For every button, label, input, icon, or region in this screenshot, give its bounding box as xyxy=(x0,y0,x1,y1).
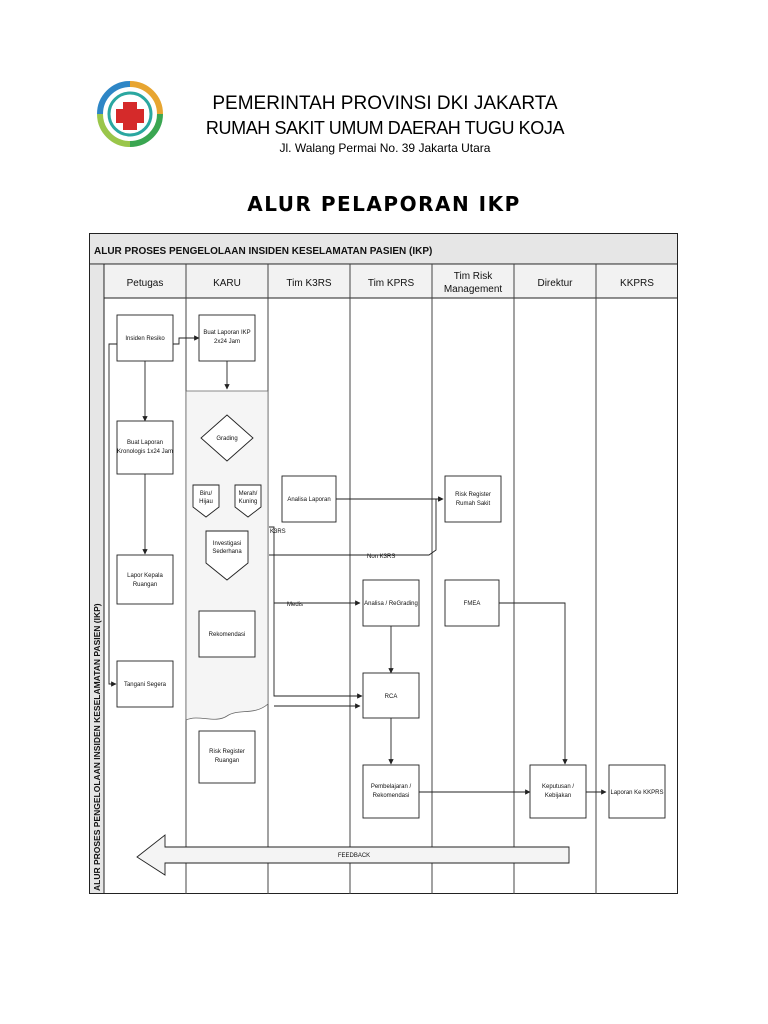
feedback-label: FEEDBACK xyxy=(338,853,370,859)
flowchart-header-band xyxy=(90,234,677,264)
node-risk-register-rumah-sakit xyxy=(444,475,502,523)
letterhead-hospital-name: RUMAH SAKIT UMUM DAERAH TUGU KOJA xyxy=(205,118,565,138)
node-merah-kuning xyxy=(234,484,262,518)
node-risk-register-ruangan-label-1: Risk Register xyxy=(209,749,245,755)
node-analisa-regrading xyxy=(362,579,420,627)
node-investigasi-label-1: Investigasi xyxy=(213,541,241,547)
letterhead-government: PEMERINTAH PROVINSI DKI JAKARTA xyxy=(212,93,558,114)
lane-risk-management-line2: Management xyxy=(444,284,503,295)
node-pembelajaran-rekomendasi xyxy=(362,764,420,819)
lane-risk-management-line1: Tim Risk xyxy=(454,271,494,282)
lane-header-band xyxy=(105,265,677,298)
node-keputusan-label-2: Kebijakan xyxy=(545,793,571,799)
node-buat-laporan-kronologis xyxy=(116,420,174,475)
letterhead: PEMERINTAH PROVINSI DKI JAKARTA RUMAH SA… xyxy=(0,0,768,170)
node-lapor-kepala-ruangan xyxy=(116,554,174,605)
node-risk-register-rs-label-1: Risk Register xyxy=(455,492,491,498)
node-merah-label-1: Merah/ xyxy=(239,491,258,497)
edge-label-non-k3rs: Non K3RS xyxy=(367,554,395,560)
node-laporan-ke-kkprs xyxy=(608,764,666,819)
swimlane-flowchart: ALUR PROSES PENGELOLAAN INSIDEN KESELAMA… xyxy=(89,233,678,894)
node-investigasi-sederhana xyxy=(205,530,249,581)
node-fmea xyxy=(444,579,500,627)
node-lapor-kepala-label-2: Ruangan xyxy=(133,582,157,588)
edge-label-k3rs: K3RS xyxy=(270,529,286,535)
node-investigasi-label-2: Sederhana xyxy=(212,549,242,555)
node-rca-label: RCA xyxy=(385,694,398,700)
node-analisa-laporan xyxy=(281,475,337,523)
node-risk-register-ruangan xyxy=(198,730,256,784)
node-insiden-resiko-label: Insiden Resiko xyxy=(125,336,165,342)
node-tangani-segera xyxy=(116,660,174,708)
node-fmea-label: FMEA xyxy=(464,601,481,607)
document-title: ALUR PELAPORAN IKP xyxy=(247,192,521,216)
node-kronologis-label-2: Kronologis 1x24 Jam xyxy=(117,449,173,455)
lane-karu: KARU xyxy=(213,278,241,289)
edge-label-medis: Medis xyxy=(287,602,303,608)
node-insiden-resiko xyxy=(116,314,174,362)
lane-kkprs: KKPRS xyxy=(620,278,654,289)
hospital-logo xyxy=(97,81,163,147)
node-grading xyxy=(200,414,254,462)
node-buat-laporan-ikp-label-1: Buat Laporan IKP xyxy=(203,330,250,336)
lane-k3rs: Tim K3RS xyxy=(286,278,332,289)
node-analisa-regrading-label: Analisa / ReGrading xyxy=(364,601,418,607)
node-pembelajaran-label-2: Rekomendasi xyxy=(373,793,410,799)
node-analisa-laporan-label: Analisa Laporan xyxy=(287,497,330,503)
node-rekomendasi xyxy=(198,610,256,658)
node-pembelajaran-label-1: Pembelajaran / xyxy=(371,784,412,790)
node-laporan-kkprs-label: Laporan Ke KKPRS xyxy=(610,790,663,796)
node-biru-label-1: Biru/ xyxy=(200,491,213,497)
node-keputusan-kebijakan xyxy=(529,764,587,819)
node-biru-hijau xyxy=(192,484,220,518)
node-risk-register-rs-label-2: Rumah Sakit xyxy=(456,501,491,507)
lane-direktur: Direktur xyxy=(537,278,573,289)
node-rekomendasi-label: Rekomendasi xyxy=(209,632,246,638)
side-label: ALUR PROSES PENGELOLAAN INSIDEN KESELAMA… xyxy=(92,603,102,891)
node-lapor-kepala-label-1: Lapor Kepala xyxy=(127,573,163,579)
node-tangani-segera-label: Tangani Segera xyxy=(124,682,167,688)
node-keputusan-label-1: Keputusan / xyxy=(542,784,574,790)
node-merah-label-2: Kuning xyxy=(239,499,258,505)
letterhead-address: Jl. Walang Permai No. 39 Jakarta Utara xyxy=(279,141,491,155)
node-risk-register-ruangan-label-2: Ruangan xyxy=(215,758,239,764)
lane-kprs: Tim KPRS xyxy=(368,278,415,289)
node-biru-label-2: Hijau xyxy=(199,499,213,505)
node-buat-laporan-ikp xyxy=(198,314,256,362)
node-kronologis-label-1: Buat Laporan xyxy=(127,440,163,446)
flowchart-header: ALUR PROSES PENGELOLAAN INSIDEN KESELAMA… xyxy=(94,246,432,257)
feedback-arrow xyxy=(136,834,570,876)
lane-petugas: Petugas xyxy=(127,278,164,289)
node-grading-label: Grading xyxy=(216,436,237,442)
side-label-band xyxy=(90,265,104,893)
node-buat-laporan-ikp-label-2: 2x24 Jam xyxy=(214,339,240,345)
node-rca xyxy=(362,672,420,719)
